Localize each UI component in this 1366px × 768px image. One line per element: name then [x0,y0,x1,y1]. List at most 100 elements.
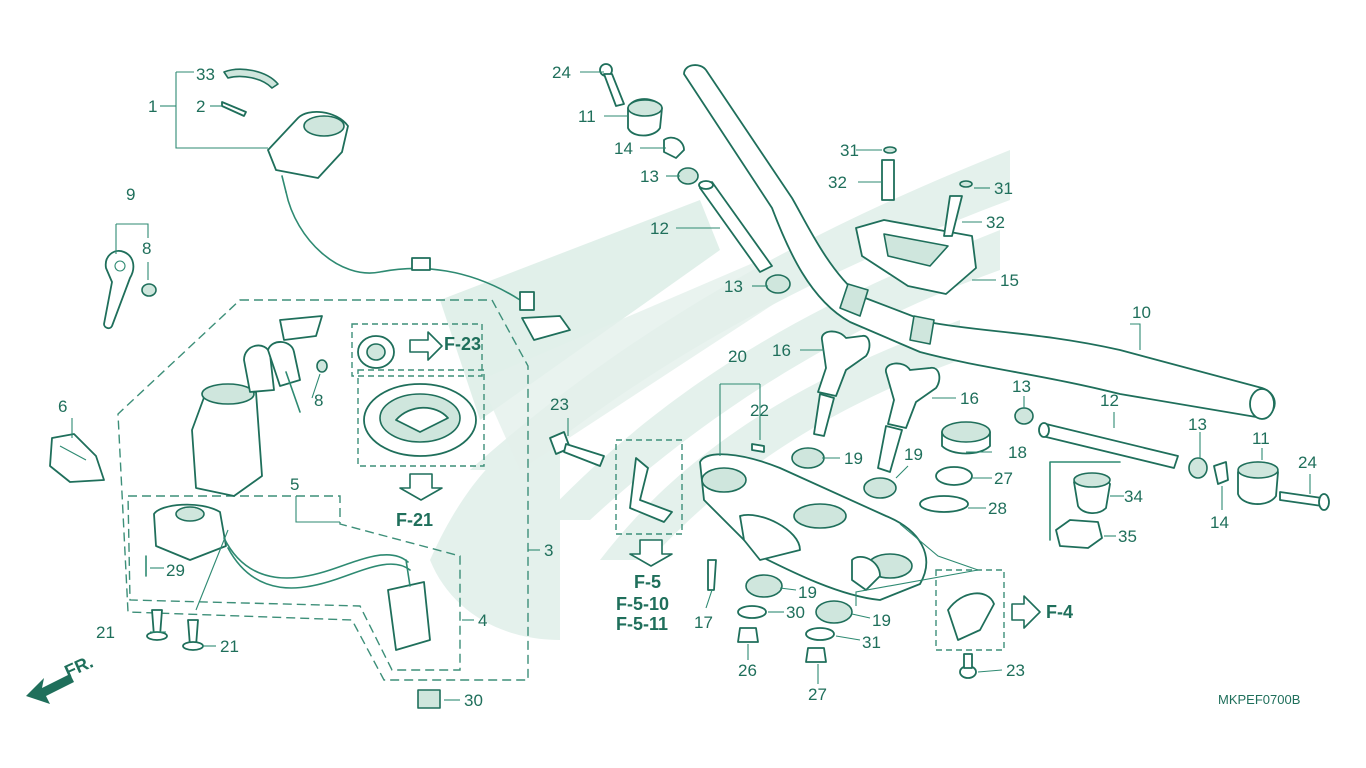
callout-23-b: 23 [1006,661,1025,680]
arrow-f23 [409,331,443,361]
bracket-6 [49,433,105,483]
clip-33 [221,68,279,117]
kit-boundary-3 [117,299,529,681]
callout-31-a: 31 [840,141,859,160]
bolt-23-lower [959,653,977,679]
callout-2: 2 [196,97,205,116]
lower-holder-16-left [813,330,871,437]
cap-18 [941,421,991,455]
bracket-damper [629,457,673,523]
callout-10: 10 [1132,303,1151,322]
upper-holder-15 [855,146,977,295]
callout-1: 1 [148,97,157,116]
callout-19-a: 19 [844,449,863,468]
handlebar-10 [683,64,1276,420]
cap-lock-cylinder [357,335,395,369]
callout-13-b: 13 [724,277,743,296]
callout-13-a: 13 [640,167,659,186]
cap-lock-box [351,323,483,377]
nut-35 [1055,519,1103,549]
callout-19-b: 19 [904,445,923,464]
callout-21-b: 21 [220,637,239,656]
callout-34: 34 [1124,487,1143,506]
callout-12-b: 12 [1100,391,1119,410]
damper-box [615,439,683,535]
callout-18: 18 [1008,443,1027,462]
drawing-code: MKPEF0700B [1218,692,1300,707]
front-label: FR. [61,652,96,682]
bolt-23-upper [549,431,605,467]
switch-base-28 [145,503,227,577]
washer-26 [919,495,969,513]
ref-f4: F-4 [1046,602,1073,622]
callout-8-b: 8 [314,391,323,410]
callout-24-b: 24 [1298,453,1317,472]
callout-30-a: 30 [786,603,805,622]
callout-6: 6 [58,397,67,416]
callout-11-a: 11 [578,107,596,126]
clip-14-left [663,136,685,159]
callout-numbers: 33 1 2 9 8 8 6 5 29 21 21 4 3 30 24 11 1… [58,63,1317,710]
clip-14-right [1213,461,1229,485]
inner-pipe-12-left [698,180,773,273]
front-direction-arrow: FR. [26,652,96,704]
bracket-f4-box [935,569,1005,651]
nut-25 [935,466,973,486]
ignition-switch [191,315,328,497]
inner-pipe-12-right [1038,422,1179,469]
nuts-27 [737,627,827,663]
callout-14-b: 14 [1210,513,1229,532]
lower-holder-16-right [877,362,941,473]
ignition-key-upper [103,250,157,330]
callout-23-a: 23 [550,395,569,414]
callout-27-b: 27 [808,685,827,704]
callout-9: 9 [126,185,135,204]
ref-f23: F-23 [444,334,481,354]
callout-33: 33 [196,65,215,84]
ring-13-right-a [1014,407,1034,425]
washers-30 [737,605,835,641]
fuel-cap [363,383,477,457]
callout-17: 17 [694,613,713,632]
weight-11-right [1237,461,1279,505]
callout-20: 20 [728,347,747,366]
callout-27-a: 26 [738,661,757,680]
bolt-17 [707,559,717,591]
callout-3: 3 [544,541,553,560]
top-bridge-20 [699,443,928,601]
callout-11-b: 11 [1252,429,1270,448]
fuel-cap-box [357,369,485,467]
callout-8-a: 8 [142,239,151,258]
callout-15: 15 [1000,271,1019,290]
arrow-f4 [1011,595,1041,629]
shading-band [440,200,780,470]
callout-28: 29 [166,561,185,580]
callout-4: 4 [478,611,487,630]
ignition-harness-top [267,111,571,341]
callout-22: 22 [750,401,769,420]
ring-13-lower [765,274,791,294]
callout-32-b: 32 [986,213,1005,232]
callout-32-a: 32 [828,173,847,192]
callout-13-c: 13 [1012,377,1031,396]
callout-35: 35 [1118,527,1137,546]
callout-16-b: 16 [960,389,979,408]
bracket-f4 [947,592,995,641]
ref-f5: F-5 [634,572,661,592]
ring-13-right-b [1188,457,1208,479]
arrow-f21 [399,473,443,501]
callout-5: 5 [290,475,299,494]
ref-f5-10: F-5-10 [616,594,669,614]
callout-21-a: 21 [96,623,115,642]
rubbers-19 [745,447,897,624]
callout-16-a: 16 [772,341,791,360]
callout-13-d: 13 [1188,415,1207,434]
callout-29: 30 [464,691,483,710]
weight-11-left [627,98,663,137]
bolt-24-right [1279,491,1330,511]
callout-26: 28 [988,499,1007,518]
grommet-29 [417,689,441,709]
ref-f5-11: F-5-11 [616,614,668,634]
callout-19-d: 19 [872,611,891,630]
